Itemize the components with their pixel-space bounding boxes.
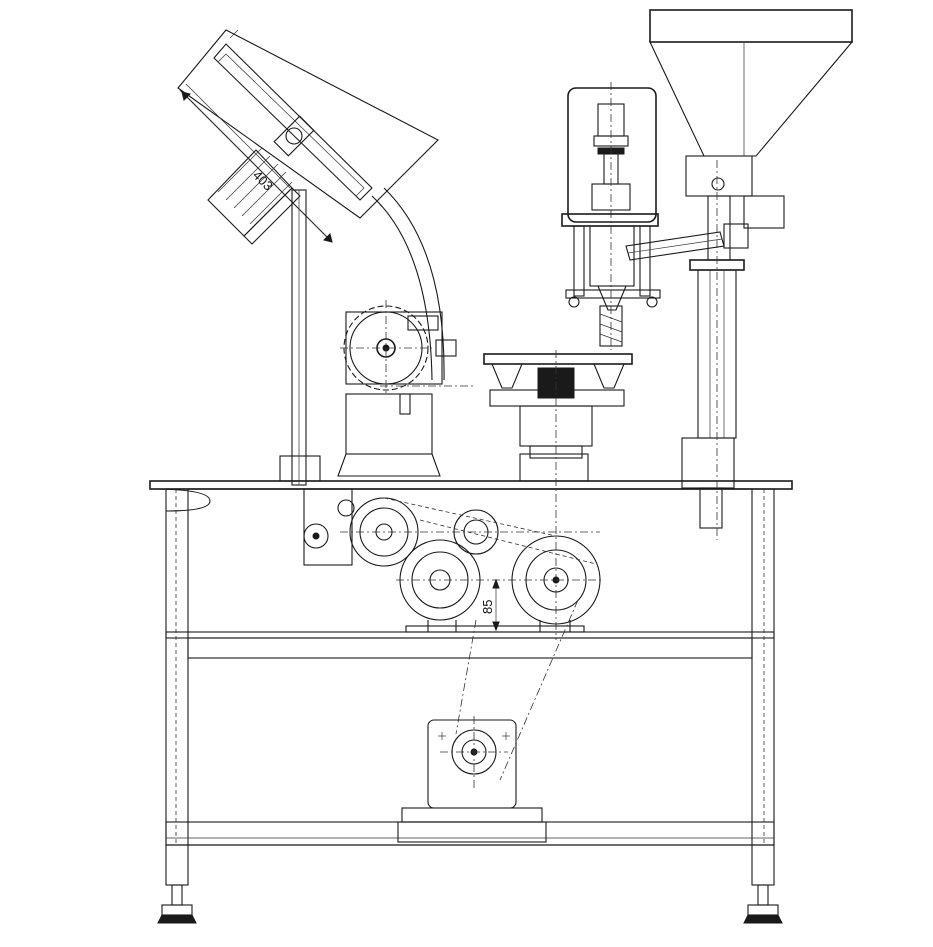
left-leg xyxy=(157,844,197,924)
turret-assembly xyxy=(483,350,633,640)
feeder-column xyxy=(279,189,321,486)
feeder-motor xyxy=(207,147,301,245)
right-leg xyxy=(743,844,783,924)
machine-frame xyxy=(149,480,793,846)
main-drive-motor xyxy=(397,716,547,843)
cap-chute xyxy=(625,223,749,261)
star-wheel-unit xyxy=(337,300,475,477)
tilted-cap-feeder: 403 xyxy=(177,29,445,381)
dimension-403-label: 403 xyxy=(250,168,276,194)
dimension-85: 85 xyxy=(480,578,500,632)
dimension-85-label: 85 xyxy=(480,600,495,614)
capping-head xyxy=(561,82,661,350)
drive-train: 85 xyxy=(303,488,604,633)
drive-belt xyxy=(455,599,579,781)
cap-hopper xyxy=(649,9,854,540)
dimension-403: 403 xyxy=(181,91,333,243)
